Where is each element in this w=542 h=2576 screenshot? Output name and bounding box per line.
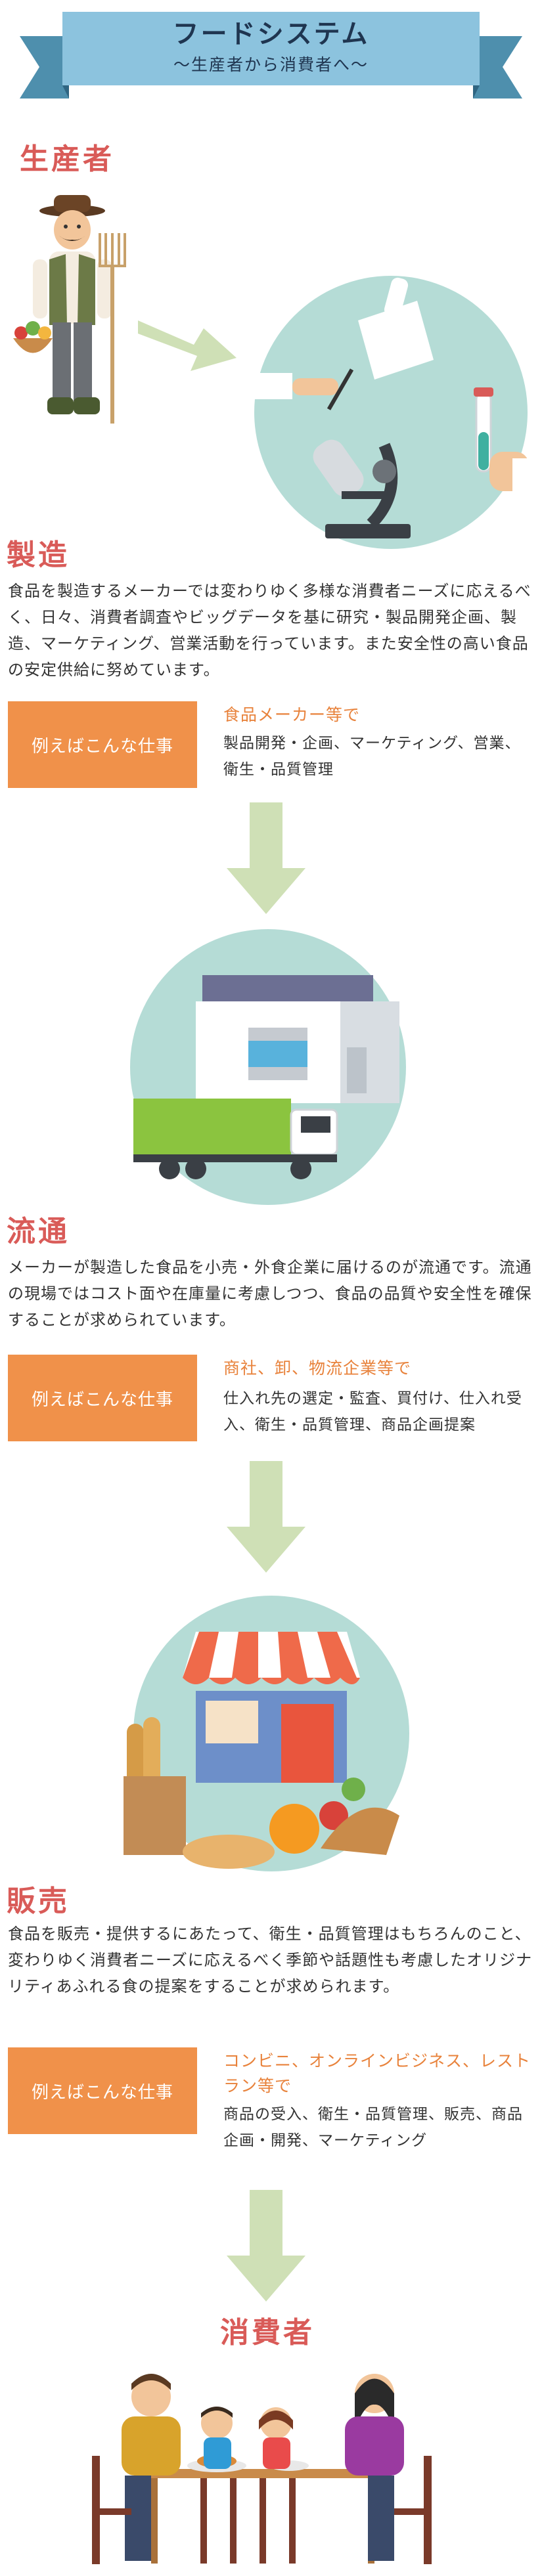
heading-manufacturing: 製造	[7, 538, 70, 572]
page-title: フードシステム	[172, 19, 370, 49]
banner-ribbon	[20, 12, 522, 98]
example-body-manufacturing: 製品開発・企画、マーケティング、営業、衛生・品質管理	[223, 735, 521, 778]
heading-producer: 生産者	[20, 142, 114, 176]
lab-illustration	[253, 276, 539, 549]
retail-description: 食品を販売・提供するにあたって、衛生・品質管理はもちろんのこと、変わりゆく消費者…	[8, 1925, 533, 1996]
example-jobs-button-retail[interactable]: 例えばこんな仕事	[8, 2047, 197, 2134]
down-arrow-icon	[227, 2190, 305, 2302]
example-title-retail: コンビニ、オンラインビジネス、レストラン等で	[223, 2051, 531, 2095]
heading-consumer: 消費者	[220, 2316, 315, 2349]
example-title-distribution: 商社、卸、物流企業等で	[223, 1359, 412, 1378]
right-arrow-icon	[138, 320, 237, 371]
distribution-description: メーカーが製造した食品を小売・外食企業に届けるのが流通です。流通の現場ではコスト…	[8, 1258, 532, 1329]
truck-icon	[133, 1099, 338, 1179]
example-title-manufacturing: 食品メーカー等で	[223, 705, 361, 724]
factory-illustration	[130, 929, 406, 1205]
example-body-distribution: 仕入れ先の選定・監査、買付け、仕入れ受入、衛生・品質管理、商品企画提案	[223, 1390, 522, 1433]
page-subtitle: 〜生産者から消費者へ〜	[173, 55, 369, 74]
example-body-retail: 商品の受入、衛生・品質管理、販売、商品企画・開発、マーケティング	[223, 2106, 523, 2149]
market-stall-illustration	[124, 1596, 409, 1871]
example-jobs-button-distribution[interactable]: 例えばこんな仕事	[8, 1355, 197, 1441]
heading-distribution: 流通	[7, 1215, 70, 1248]
down-arrow-icon	[227, 802, 305, 914]
down-arrow-icon	[227, 1461, 305, 1573]
manufacturing-description: 食品を製造するメーカーでは変わりゆく多様な消費者ニーズに応えるべく、日々、消費者…	[8, 582, 531, 679]
farmer-illustration	[13, 195, 126, 424]
example-jobs-button-manufacturing[interactable]: 例えばこんな仕事	[8, 701, 197, 788]
heading-retail: 販売	[7, 1885, 70, 1918]
family-dining-illustration	[92, 2374, 432, 2564]
